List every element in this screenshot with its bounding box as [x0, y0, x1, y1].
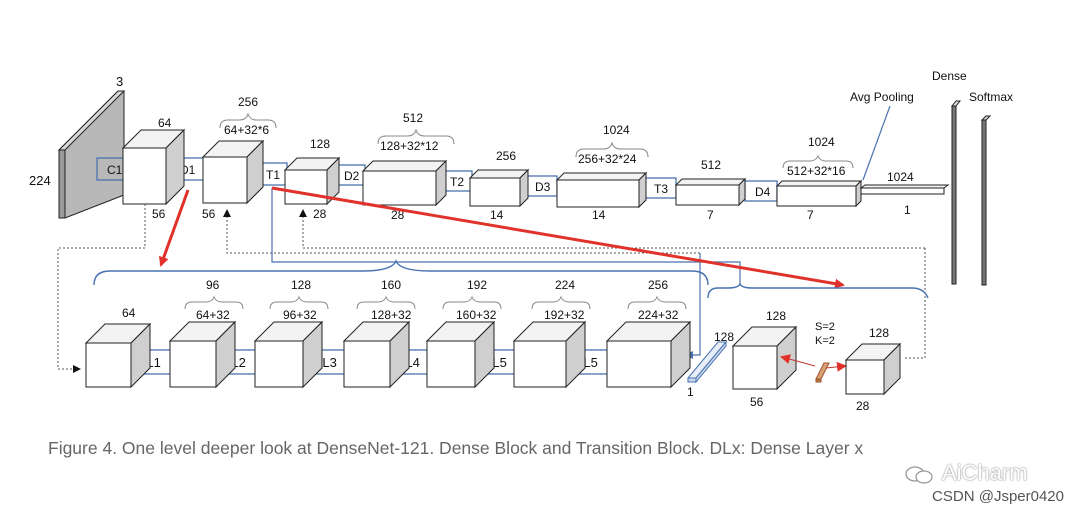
top-braces: [219, 112, 854, 169]
watermark-name: AiCharm: [942, 460, 1028, 485]
transition-pooled-cube: [844, 342, 902, 396]
d2-size: 28: [391, 208, 405, 222]
dl2-formula: 96+32: [283, 308, 317, 322]
d3-formula: 256+32*24: [578, 152, 637, 166]
conv-size: 1: [687, 385, 694, 399]
pool-channels: 1024: [887, 170, 914, 184]
dense-layer-braces: [184, 295, 687, 310]
d4-channels: 1024: [808, 135, 835, 149]
cube-d1: [201, 139, 265, 205]
pool-kernel: [815, 362, 830, 383]
dl3-formula: 128+32: [371, 308, 412, 322]
dl4-formula: 160+32: [456, 308, 497, 322]
pool-arrow-right: [825, 361, 847, 372]
dl6-formula: 224+32: [638, 308, 679, 322]
pool-label: Avg Pooling: [850, 90, 914, 104]
d4-label: D4: [755, 185, 771, 199]
t1-size: 28: [313, 207, 327, 221]
dl4-channels: 192: [467, 278, 487, 292]
d1-size: 56: [202, 207, 216, 221]
t1-label: T1: [266, 168, 280, 182]
c1-channels: 64: [158, 116, 172, 130]
pool-arrow-left: [780, 354, 816, 367]
wechat-icon: [905, 466, 933, 484]
pool-size: 1: [904, 203, 911, 217]
cube-t2: [468, 168, 530, 208]
d2-formula: 128+32*12: [380, 139, 439, 153]
d2-channels: 512: [403, 111, 423, 125]
t1-channels: 128: [310, 137, 330, 151]
d2-label: D2: [344, 169, 360, 183]
dl5-formula: 192+32: [544, 308, 585, 322]
transition-pooled-channels: 128: [869, 326, 889, 340]
cube-t3: [674, 177, 747, 207]
conv-channels: 128: [714, 330, 734, 344]
dense-input-channels: 64: [122, 306, 136, 320]
d3-channels: 1024: [603, 123, 630, 137]
dense-layer-cube: [512, 320, 587, 389]
dl5-channels: 224: [555, 278, 575, 292]
d3-size: 14: [592, 208, 606, 222]
red-arrow-dense-block: [159, 189, 190, 267]
dense-block-brace: [93, 259, 709, 286]
dl1-formula: 64+32: [196, 308, 230, 322]
d1-channels: 256: [238, 95, 258, 109]
dl1-channels: 96: [206, 278, 220, 292]
input-slab: [57, 90, 126, 219]
d1-formula: 64+32*6: [224, 123, 269, 137]
dl2-channels: 128: [291, 278, 311, 292]
transition-out-channels: 128: [766, 309, 786, 323]
figure-caption: Figure 4. One level deeper look at Dense…: [48, 438, 864, 458]
input-channels: 3: [116, 74, 123, 89]
cube-d4: [775, 179, 863, 208]
avg-pool-bar: [859, 184, 950, 195]
skip-lines: [57, 188, 926, 373]
t3-size: 7: [707, 208, 714, 222]
dl3-channels: 160: [381, 278, 401, 292]
t2-label: T2: [450, 175, 464, 189]
transition-out-size: 56: [750, 395, 764, 409]
t3-label: T3: [654, 182, 668, 196]
red-arrow-transition: [271, 186, 845, 289]
c1-size: 56: [152, 207, 166, 221]
c1-label: C1: [107, 163, 123, 177]
dense-layer-cube: [253, 320, 324, 389]
transition-out-cube: [731, 325, 798, 391]
pool-pointer: [862, 105, 891, 181]
cube-t1: [283, 156, 341, 206]
dense-input-cube: [84, 322, 152, 389]
dense-layer-cube: [605, 320, 692, 389]
t2-size: 14: [490, 208, 504, 222]
watermark-credit: CSDN @Jsper0420: [932, 488, 1064, 505]
dense-label: Dense: [932, 69, 967, 83]
dense-layer-cube: [425, 320, 496, 389]
cube-c1: [121, 128, 186, 206]
conv1x1-slab: [686, 340, 728, 384]
input-size: 224: [29, 173, 51, 188]
dense-layer-cube: [168, 320, 237, 389]
d3-label: D3: [535, 180, 551, 194]
softmax-bar: [980, 115, 992, 286]
softmax-label: Softmax: [969, 90, 1013, 104]
cube-d2: [361, 159, 448, 207]
t2-channels: 256: [496, 149, 516, 163]
dense-layer-bar: [950, 100, 962, 285]
transition-pooled-size: 28: [856, 399, 870, 413]
dl6-channels: 256: [648, 278, 668, 292]
dense-layer-cube: [342, 320, 411, 389]
d4-formula: 512+32*16: [787, 164, 846, 178]
d4-size: 7: [807, 208, 814, 222]
t3-channels: 512: [701, 158, 721, 172]
pool-kernel-size: K=2: [815, 335, 835, 347]
transition-block-brace: [707, 282, 929, 299]
cube-d3: [555, 171, 648, 209]
pool-stride: S=2: [815, 321, 835, 333]
